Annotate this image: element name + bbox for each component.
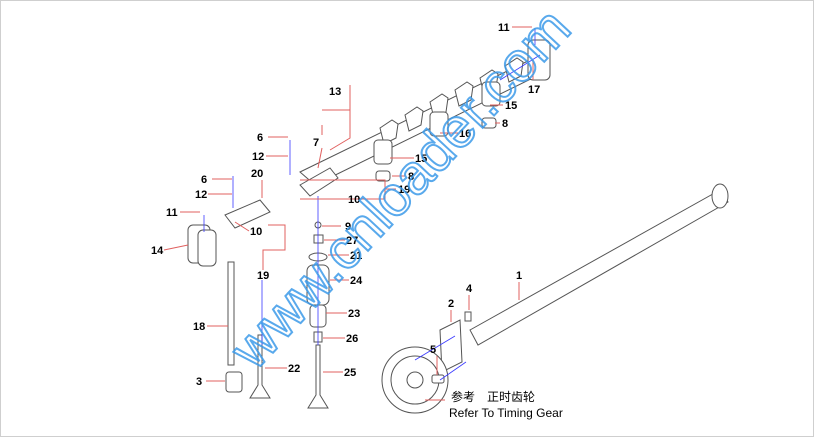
assembly-axes: [203, 28, 541, 381]
leader-lines: [163, 26, 534, 401]
callout: 4: [466, 283, 473, 295]
rocker-arm: [504, 57, 524, 83]
callout: 19: [398, 184, 410, 196]
callout: 20: [251, 168, 263, 180]
callout: 21: [350, 250, 362, 262]
callout: 8: [502, 118, 508, 130]
callout: 13: [329, 86, 341, 98]
callout: 12: [195, 189, 207, 201]
callout: 25: [344, 367, 356, 379]
callout: 22: [288, 363, 300, 375]
watermark: www.cnloader.com: [217, 0, 582, 381]
caption-english: Refer To Timing Gear: [449, 406, 563, 420]
callout: 18: [193, 321, 205, 333]
callout: 9: [345, 221, 351, 233]
callout: 17: [528, 84, 540, 96]
callout: 8: [408, 171, 414, 183]
callout: 19: [257, 270, 269, 282]
callout: 24: [350, 275, 363, 287]
callout: 26: [346, 333, 358, 345]
callout: 5: [430, 344, 436, 356]
callout: 15: [505, 100, 517, 112]
callout: 6: [257, 132, 263, 144]
callout: 7: [313, 137, 319, 149]
callout: 14: [151, 245, 164, 257]
camshaft-assembly: [381, 183, 729, 414]
callout: 11: [166, 207, 178, 219]
callout: 12: [252, 151, 264, 163]
rocker-shaft-assembly: [187, 39, 551, 267]
caption-chinese: 参考 正时齿轮: [451, 389, 535, 404]
callout: 16: [459, 128, 471, 140]
callout: 1: [516, 270, 522, 282]
callout: 27: [346, 235, 358, 247]
callout: 23: [348, 308, 360, 320]
rocker-arm: [454, 81, 474, 107]
callout: 10: [348, 194, 360, 206]
callout: 3: [196, 376, 202, 388]
callout: 11: [498, 22, 510, 34]
callout-labels: 11 17 15 8 16 13 7 15 6 12 19 8 20 10 6 …: [151, 22, 540, 388]
callout: 6: [201, 174, 207, 186]
callout: 15: [415, 153, 427, 165]
rocker-arm: [404, 106, 424, 132]
callout: 2: [448, 298, 454, 310]
callout: 10: [250, 226, 262, 238]
